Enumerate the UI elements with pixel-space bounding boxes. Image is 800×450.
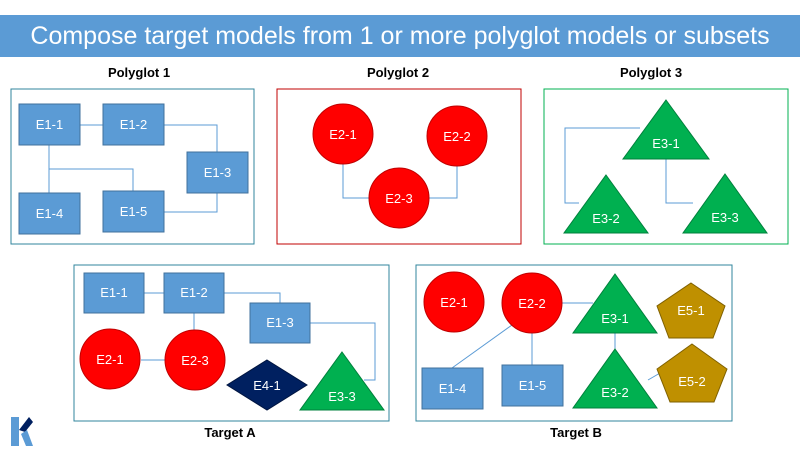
edge [342, 163, 369, 199]
node-e1-5: E1-5 [501, 364, 564, 407]
node-label: E1-4 [439, 381, 466, 396]
node-e2-1: E2-1 [423, 271, 485, 333]
node-e1-4: E1-4 [18, 192, 81, 235]
corner-logo-icon [11, 417, 33, 446]
node-label: E4-1 [253, 378, 280, 393]
node-label: E3-1 [601, 311, 628, 326]
node-label: E3-2 [601, 385, 628, 400]
node-e2-3: E2-3 [368, 167, 430, 229]
panel-frame [415, 264, 733, 422]
node-e1-4: E1-4 [421, 367, 484, 410]
node-e1-1: E1-1 [83, 272, 145, 314]
node-label: E3-3 [711, 210, 738, 225]
node-e2-1: E2-1 [312, 103, 374, 165]
panel-frame [73, 264, 390, 422]
panel-label-target-b: Target B [550, 425, 602, 440]
node-e3-2: E3-2 [563, 174, 649, 234]
node-label: E3-1 [652, 136, 679, 151]
node-e3-3: E3-3 [299, 351, 385, 411]
panel-label-target-a: Target A [204, 425, 256, 440]
panel-label-polyglot-3: Polyglot 3 [620, 65, 682, 80]
edge [564, 127, 640, 204]
node-e3-2: E3-2 [572, 348, 658, 409]
node-e2-2: E2-2 [426, 105, 488, 167]
node-label: E1-1 [36, 117, 63, 132]
node-label: E1-3 [204, 165, 231, 180]
edge [224, 292, 281, 303]
node-label: E1-5 [120, 204, 147, 219]
node-label: E1-1 [100, 285, 127, 300]
edge [451, 324, 513, 369]
node-label: E3-2 [592, 211, 619, 226]
node-label: E3-3 [328, 389, 355, 404]
node-e1-5: E1-5 [102, 190, 165, 233]
node-e1-2: E1-2 [102, 103, 165, 146]
node-label: E1-4 [36, 206, 63, 221]
node-e4-1: E4-1 [226, 359, 308, 411]
edge [164, 193, 218, 213]
node-label: E5-1 [677, 303, 704, 318]
node-label: E2-2 [443, 129, 470, 144]
panel-target-b: Target B E2-1 E2-2 E3-1 E5-1 E1-4 [415, 264, 733, 440]
panel-polyglot-1: Polyglot 1 E1-1 E1-2 E1-3 E1-4 E1-5 [10, 65, 255, 245]
node-label: E5-2 [678, 374, 705, 389]
node-label: E1-3 [266, 315, 293, 330]
node-label: E2-3 [181, 353, 208, 368]
edge [164, 124, 218, 152]
panel-frame [276, 88, 522, 245]
title-bar: Compose target models from 1 or more pol… [0, 15, 800, 57]
node-e3-1: E3-1 [622, 99, 710, 160]
edge [310, 322, 376, 381]
node-e1-3: E1-3 [186, 151, 249, 194]
panel-frame [10, 88, 255, 245]
edge [49, 168, 134, 191]
node-e2-1: E2-1 [79, 328, 141, 390]
node-label: E1-2 [120, 117, 147, 132]
node-label: E2-1 [440, 295, 467, 310]
slide-title: Compose target models from 1 or more pol… [30, 22, 770, 50]
node-e1-1: E1-1 [18, 103, 81, 146]
node-e1-2: E1-2 [163, 272, 225, 314]
node-e1-3: E1-3 [249, 302, 311, 344]
node-label: E2-2 [518, 296, 545, 311]
node-e3-3: E3-3 [682, 173, 768, 234]
edge [665, 159, 693, 204]
node-e5-1: E5-1 [656, 282, 726, 339]
panel-label-polyglot-2: Polyglot 2 [367, 65, 429, 80]
node-label: E2-3 [385, 191, 412, 206]
node-e5-2: E5-2 [656, 343, 728, 403]
node-label: E1-5 [519, 378, 546, 393]
node-label: E2-1 [96, 352, 123, 367]
panel-polyglot-3: Polyglot 3 E3-1 E3-2 E3-3 [543, 65, 789, 245]
panel-label-polyglot-1: Polyglot 1 [108, 65, 170, 80]
node-label: E2-1 [329, 127, 356, 142]
node-e2-2: E2-2 [501, 272, 563, 334]
panel-target-a: Target A E1-1 E1-2 E1-3 E2-1 E2-3 [73, 264, 390, 440]
edge [429, 165, 458, 199]
panel-frame [543, 88, 789, 245]
node-e2-3: E2-3 [164, 329, 226, 391]
node-e3-1: E3-1 [572, 273, 658, 334]
panel-polyglot-2: Polyglot 2 E2-1 E2-2 E2-3 [276, 65, 522, 245]
node-label: E1-2 [180, 285, 207, 300]
